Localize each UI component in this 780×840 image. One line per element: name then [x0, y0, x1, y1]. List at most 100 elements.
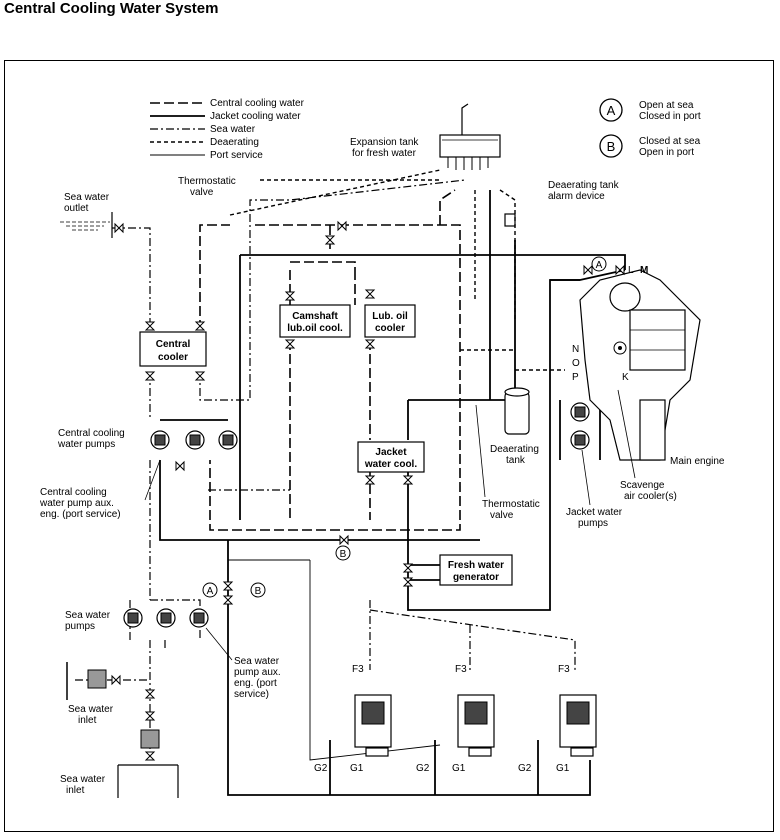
- sea-water-inlet-lower: Sea water inlet: [60, 729, 179, 798]
- deaerating-tank: Deaerating tank: [490, 387, 539, 466]
- sea-water-pumps: Sea water pumps Sea water pump aux. eng.…: [65, 608, 281, 700]
- camshaft-cooler: Camshaft lub.oil cool.: [279, 304, 351, 338]
- jacket-pumps-label-1: Jacket water: [566, 507, 623, 518]
- scavenge-label-2: air cooler(s): [624, 491, 677, 502]
- legend-a-symbol: A: [607, 103, 616, 118]
- vent-pipe: [461, 103, 469, 135]
- sea-water-outlet: Sea water outlet: [60, 192, 113, 238]
- camshaft-label-2: lub.oil cool.: [287, 323, 343, 334]
- g2-label-2: G2: [416, 763, 430, 774]
- central-cooling-pumps: Central cooling water pumps Central cool…: [39, 419, 238, 520]
- valves: [111, 220, 625, 761]
- g2-label-3: G2: [518, 763, 532, 774]
- letter-o: O: [572, 358, 580, 369]
- sw-aux-label-1: Sea water: [234, 656, 280, 667]
- legend-b-symbol: B: [607, 139, 616, 154]
- luboil-label-1: Lub. oil: [372, 311, 408, 322]
- thermostatic-valve-mid-label-1: Thermostatic: [482, 499, 540, 510]
- deaerating-tank-label-1: Deaerating: [490, 444, 539, 455]
- deaerating-tank-label-2: tank: [506, 455, 526, 466]
- sea-water-outlet-label-1: Sea water: [64, 192, 110, 203]
- valve-b-sea: B: [255, 586, 262, 597]
- jacket-water-pumps: Jacket water pumps: [566, 402, 623, 529]
- cc-aux-label-3: eng. (port service): [40, 509, 121, 520]
- sw-inlet-lower-label-1: Sea water: [60, 774, 106, 785]
- thermostatic-valve-top-label-2: valve: [190, 187, 214, 198]
- jacket-water-cooler: Jacket water cool.: [357, 441, 425, 473]
- g1-label-3: G1: [556, 763, 570, 774]
- valve-b-mid: B: [340, 549, 347, 560]
- luboil-label-2: cooler: [375, 323, 405, 334]
- letter-p: P: [572, 372, 579, 383]
- legend-port: Port service: [210, 150, 263, 161]
- sea-water-outlet-label-2: outlet: [64, 203, 89, 214]
- cc-aux-label-1: Central cooling: [40, 487, 107, 498]
- luboil-cooler: Lub. oil cooler: [364, 304, 416, 338]
- sw-aux-label-3: eng. (port: [234, 678, 277, 689]
- valve-a-engine: A: [596, 260, 603, 271]
- expansion-tank: Expansion tank for fresh water: [350, 103, 501, 170]
- deaerating-alarm-label-2: alarm device: [548, 191, 605, 202]
- sw-pumps-label-2: pumps: [65, 621, 95, 632]
- central-cooler: Central cooler: [139, 331, 207, 367]
- f3-label-3: F3: [558, 664, 570, 675]
- sea-water-pipes: [75, 179, 576, 760]
- sea-water-inlet-upper: Sea water inlet: [66, 662, 114, 726]
- cc-pumps-label-1: Central cooling: [58, 428, 125, 439]
- letter-l: L: [628, 265, 634, 276]
- legend-jacket: Jacket cooling water: [210, 111, 301, 122]
- legend-central: Central cooling water: [210, 98, 305, 109]
- legend-a-line1: Open at sea: [639, 100, 694, 111]
- legend-sea: Sea water: [210, 124, 256, 135]
- jacket-cool-label-1: Jacket: [375, 447, 407, 458]
- legend-deaerating: Deaerating: [210, 137, 259, 148]
- legend-b-circle: [599, 134, 623, 158]
- valve-a-sea: A: [207, 586, 214, 597]
- expansion-tank-body: [439, 134, 501, 158]
- jacket-cool-label-2: water cool.: [364, 459, 417, 470]
- main-engine-label: Main engine: [670, 456, 725, 467]
- page-title: Central Cooling Water System: [4, 0, 219, 17]
- sw-aux-label-2: pump aux.: [234, 667, 281, 678]
- legend: Central cooling water Jacket cooling wat…: [150, 98, 701, 161]
- valve-symbols: A B A B: [202, 256, 607, 598]
- fresh-water-generator: Fresh water generator: [439, 554, 513, 586]
- diagram-frame: [4, 60, 774, 832]
- cc-aux-label-2: water pump aux.: [39, 498, 114, 509]
- g2-label-1: G2: [314, 763, 328, 774]
- sw-aux-label-4: service): [234, 689, 269, 700]
- thermostatic-valve-top-label-1: Thermostatic: [178, 176, 236, 187]
- aux-engine-2: F3 G2 G1: [416, 664, 495, 774]
- deaerating-alarm-label-1: Deaerating tank: [548, 180, 620, 191]
- central-cooler-label-1: Central: [156, 339, 191, 350]
- aux-engine-3: F3 G2 G1: [518, 664, 597, 774]
- fwg-label-2: generator: [453, 572, 499, 583]
- camshaft-label-1: Camshaft: [292, 311, 338, 322]
- letter-k: K: [622, 372, 629, 383]
- f3-label-1: F3: [352, 664, 364, 675]
- legend-a-line2: Closed in port: [639, 111, 701, 122]
- g1-label-1: G1: [350, 763, 364, 774]
- cc-pumps-label-2: water pumps: [57, 439, 115, 450]
- fwg-label-1: Fresh water: [448, 560, 504, 571]
- g1-label-2: G1: [452, 763, 466, 774]
- jacket-pumps-label-2: pumps: [578, 518, 608, 529]
- aux-engine-1: F3 G2 G1: [314, 664, 392, 774]
- alarm-device: [504, 213, 516, 227]
- legend-a-circle: [599, 98, 623, 122]
- main-engine: Main engine Scavenge air cooler(s) M L N…: [572, 265, 725, 502]
- letter-n: N: [572, 344, 579, 355]
- sw-inlet-lower-label-2: inlet: [66, 785, 85, 796]
- central-cooler-label-2: cooler: [158, 352, 188, 363]
- legend-b-line2: Open in port: [639, 147, 694, 158]
- scavenge-label-1: Scavenge: [620, 480, 665, 491]
- expansion-tank-label-1: Expansion tank: [350, 137, 419, 148]
- jacket-pipes: [159, 190, 626, 796]
- letter-m: M: [640, 265, 648, 276]
- sw-inlet-upper-label-1: Sea water: [68, 704, 114, 715]
- thermostatic-valve-mid-label-2: valve: [490, 510, 514, 521]
- legend-b-line1: Closed at sea: [639, 136, 701, 147]
- sw-inlet-upper-label-2: inlet: [78, 715, 97, 726]
- expansion-tank-label-2: for fresh water: [352, 148, 417, 159]
